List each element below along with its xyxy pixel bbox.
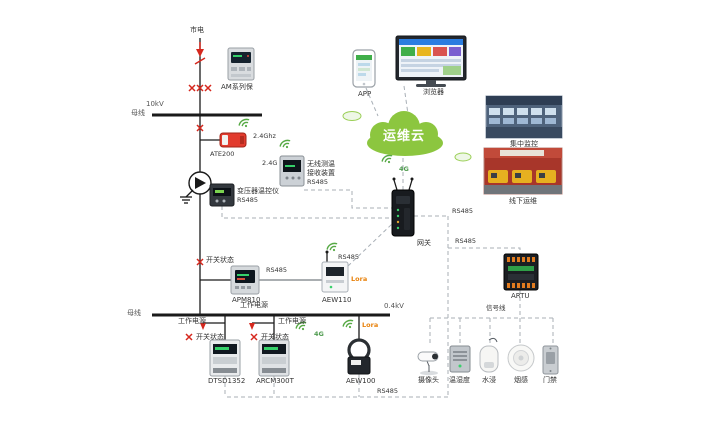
smoke-sensor-label: 烟感 bbox=[514, 376, 528, 384]
lora-label: Lora bbox=[362, 321, 379, 329]
ground-symbol bbox=[180, 189, 194, 204]
signal-line-label: 信号线 bbox=[486, 304, 506, 312]
comm-links bbox=[221, 85, 554, 398]
voltage-04kv-label: 0.4kV bbox=[384, 302, 404, 310]
rs485-label: RS485 bbox=[455, 237, 477, 245]
cloud-label: 运维云 bbox=[383, 129, 426, 144]
ghz-short-label: 2.4G bbox=[262, 159, 278, 167]
rs485-label: RS485 bbox=[338, 253, 360, 261]
wifi-icon bbox=[237, 117, 252, 131]
camera-device bbox=[417, 351, 439, 376]
aew100-ct-device bbox=[347, 338, 371, 375]
door-access-label: 门禁 bbox=[543, 376, 557, 384]
transformer-controller-label: 变压器温控仪 bbox=[237, 187, 279, 195]
working-power-arrow-icon bbox=[200, 323, 206, 330]
apm810-meter-device bbox=[230, 265, 260, 295]
door-access-device bbox=[542, 345, 559, 375]
4g-label: 4G bbox=[399, 165, 409, 173]
ate200-label: ATE200 bbox=[210, 150, 235, 158]
transformer-controller-device bbox=[209, 183, 235, 207]
ghz-label: 2.4Ghz bbox=[253, 132, 276, 140]
dtsd1352-meter-device bbox=[209, 339, 241, 377]
wifi-icon bbox=[341, 318, 356, 332]
mains-label: 市电 bbox=[190, 26, 204, 34]
water-sensor-label: 水浸 bbox=[482, 376, 496, 384]
working-power-label: 工作电源 bbox=[240, 301, 268, 309]
apm810-label: APM810 bbox=[232, 296, 261, 304]
offline-ops-photo bbox=[483, 147, 563, 195]
wifi-icon bbox=[278, 138, 293, 152]
working-power-label: 工作电源 bbox=[278, 317, 306, 325]
cloud-icon bbox=[342, 111, 472, 162]
switch-status-label: 开关状态 bbox=[261, 333, 289, 341]
arcm300t-meter-device bbox=[258, 339, 290, 377]
rs485-label: RS485 bbox=[266, 266, 288, 274]
temp-humidity-sensor-device bbox=[449, 345, 471, 373]
small-cloud-icon bbox=[342, 111, 362, 121]
water-leak-sensor-device bbox=[479, 337, 499, 373]
4g-label: 4G bbox=[314, 330, 324, 338]
aew110-transmitter-device bbox=[321, 250, 349, 293]
aew100-label: AEW100 bbox=[346, 377, 376, 385]
camera-label: 摄像头 bbox=[418, 376, 439, 384]
artu-device bbox=[503, 253, 539, 291]
wireless-temp-receiver-device bbox=[279, 155, 305, 187]
rs485-label: RS485 bbox=[377, 387, 399, 395]
rs485-label: RS485 bbox=[307, 178, 329, 186]
isolator-mark bbox=[194, 57, 206, 65]
monitor-device bbox=[395, 35, 467, 87]
bus-top-label: 母线 bbox=[131, 109, 145, 117]
rs485-label: RS485 bbox=[237, 196, 259, 204]
temp-humidity-label: 温湿度 bbox=[449, 376, 470, 384]
protection-relay-device bbox=[227, 47, 255, 81]
dtsd1352-label: DTSD1352 bbox=[208, 377, 246, 385]
central-monitoring-photo bbox=[485, 95, 563, 139]
browser-label: 浏览器 bbox=[423, 88, 444, 96]
central-monitoring-label: 集中监控 bbox=[510, 140, 538, 148]
app-label: APP bbox=[358, 90, 372, 98]
smoke-detector-device bbox=[507, 344, 535, 372]
receiver-label-line1: 无线测温 bbox=[307, 160, 335, 168]
gateway-label: 网关 bbox=[417, 239, 431, 247]
small-cloud-icon bbox=[454, 152, 472, 162]
working-power-label: 工作电源 bbox=[178, 317, 206, 325]
gateway-device bbox=[391, 177, 415, 237]
switch-status-label: 开关状态 bbox=[196, 333, 224, 341]
wifi-icon bbox=[380, 153, 395, 167]
wireless-temp-sensor-device bbox=[219, 132, 247, 148]
incoming-arrow-icon bbox=[196, 49, 204, 57]
working-power-arrow-icon bbox=[249, 323, 255, 330]
phone-device bbox=[352, 49, 376, 88]
breaker-marks bbox=[185, 42, 258, 341]
artu-label: ARTU bbox=[511, 292, 530, 300]
transformer-symbol bbox=[188, 171, 212, 195]
bus-bottom-label: 母线 bbox=[127, 309, 141, 317]
relay-label: AM系列保 bbox=[221, 83, 253, 91]
offline-ops-label: 线下运维 bbox=[509, 197, 537, 205]
aew110-label: AEW110 bbox=[322, 296, 352, 304]
receiver-label-line2: 接收装置 bbox=[307, 169, 335, 177]
arcm300t-label: ARCM300T bbox=[256, 377, 294, 385]
voltage-10kv-label: 10kV bbox=[146, 100, 164, 108]
switch-status-label: 开关状态 bbox=[206, 256, 234, 264]
lora-label: Lora bbox=[351, 275, 368, 283]
rs485-label: RS485 bbox=[452, 207, 474, 215]
